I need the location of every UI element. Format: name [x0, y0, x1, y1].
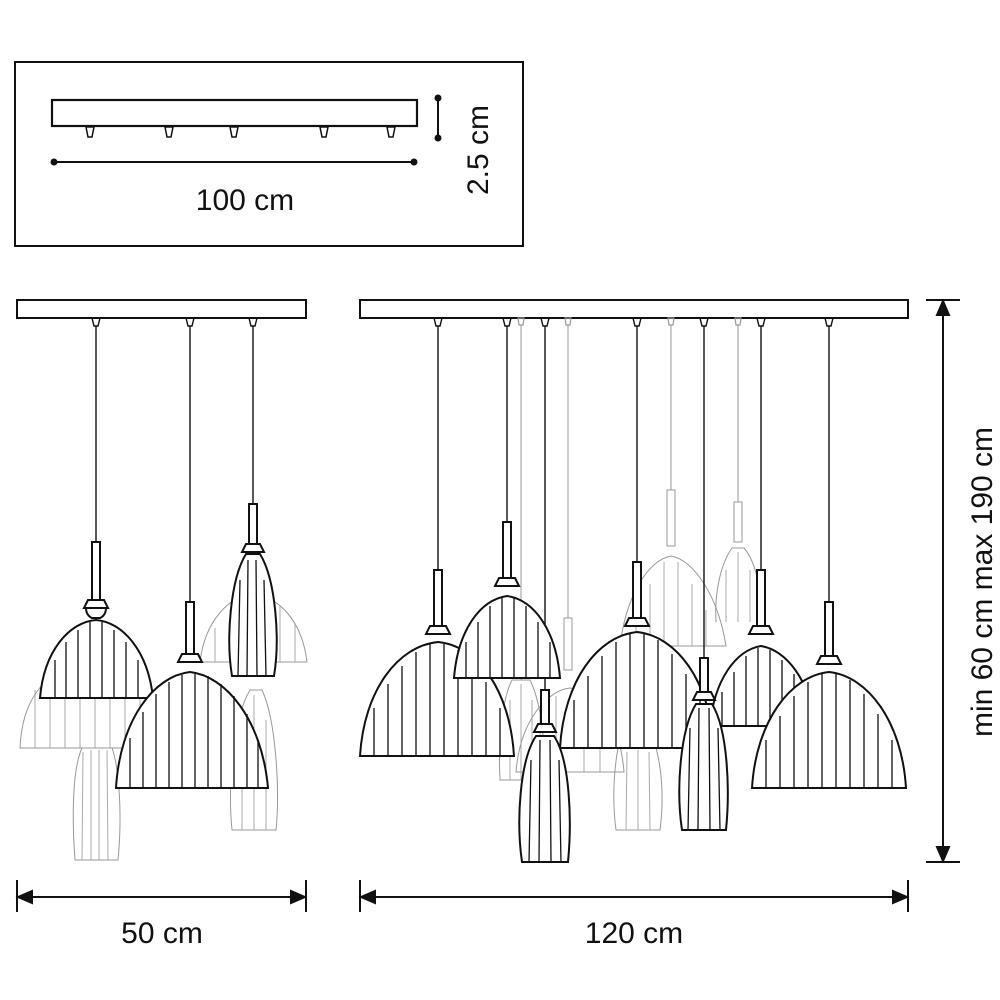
- inset-frame: [14, 61, 524, 247]
- right-faint-sockets: [517, 317, 742, 326]
- left-sockets: [91, 317, 258, 327]
- inset-height-dimension: [434, 94, 442, 142]
- right-pendant-dome-center: [558, 561, 716, 749]
- right-pendant-dome-right: [750, 601, 908, 789]
- inset-panel: 100 cm 2.5 cm: [14, 61, 524, 247]
- right-pendant-dome-upper: [452, 521, 562, 679]
- inset-height-label: 2.5 cm: [462, 105, 495, 195]
- right-sockets: [433, 317, 834, 327]
- left-width-label: 50 cm: [121, 917, 203, 950]
- right-pendant-narrow-left: [518, 689, 571, 863]
- left-cords: [95, 326, 254, 602]
- right-canopy: [359, 299, 909, 319]
- inset-canopy: [50, 98, 419, 128]
- left-canopy: [16, 299, 307, 319]
- right-height-label: min 60 cm max 190 cm: [966, 427, 999, 737]
- right-fixture: 120 cm min 60 cm max 190 cm: [358, 298, 999, 950]
- left-fixture: 50 cm: [15, 299, 308, 950]
- inset-sockets: [85, 126, 396, 138]
- inset-length-label: 100 cm: [196, 184, 294, 217]
- inset-length-dimension: [50, 158, 418, 166]
- left-width-dimension: [15, 880, 308, 912]
- right-width-dimension: [358, 880, 910, 912]
- right-pendant-narrow-center: [678, 657, 729, 831]
- left-pendant-dome-1: [38, 541, 155, 699]
- left-pendant-narrow: [228, 503, 278, 677]
- left-pendant-dome-2: [114, 601, 270, 789]
- right-height-dimension: [926, 298, 960, 864]
- right-width-label: 120 cm: [585, 917, 683, 950]
- right-cords: [437, 326, 830, 690]
